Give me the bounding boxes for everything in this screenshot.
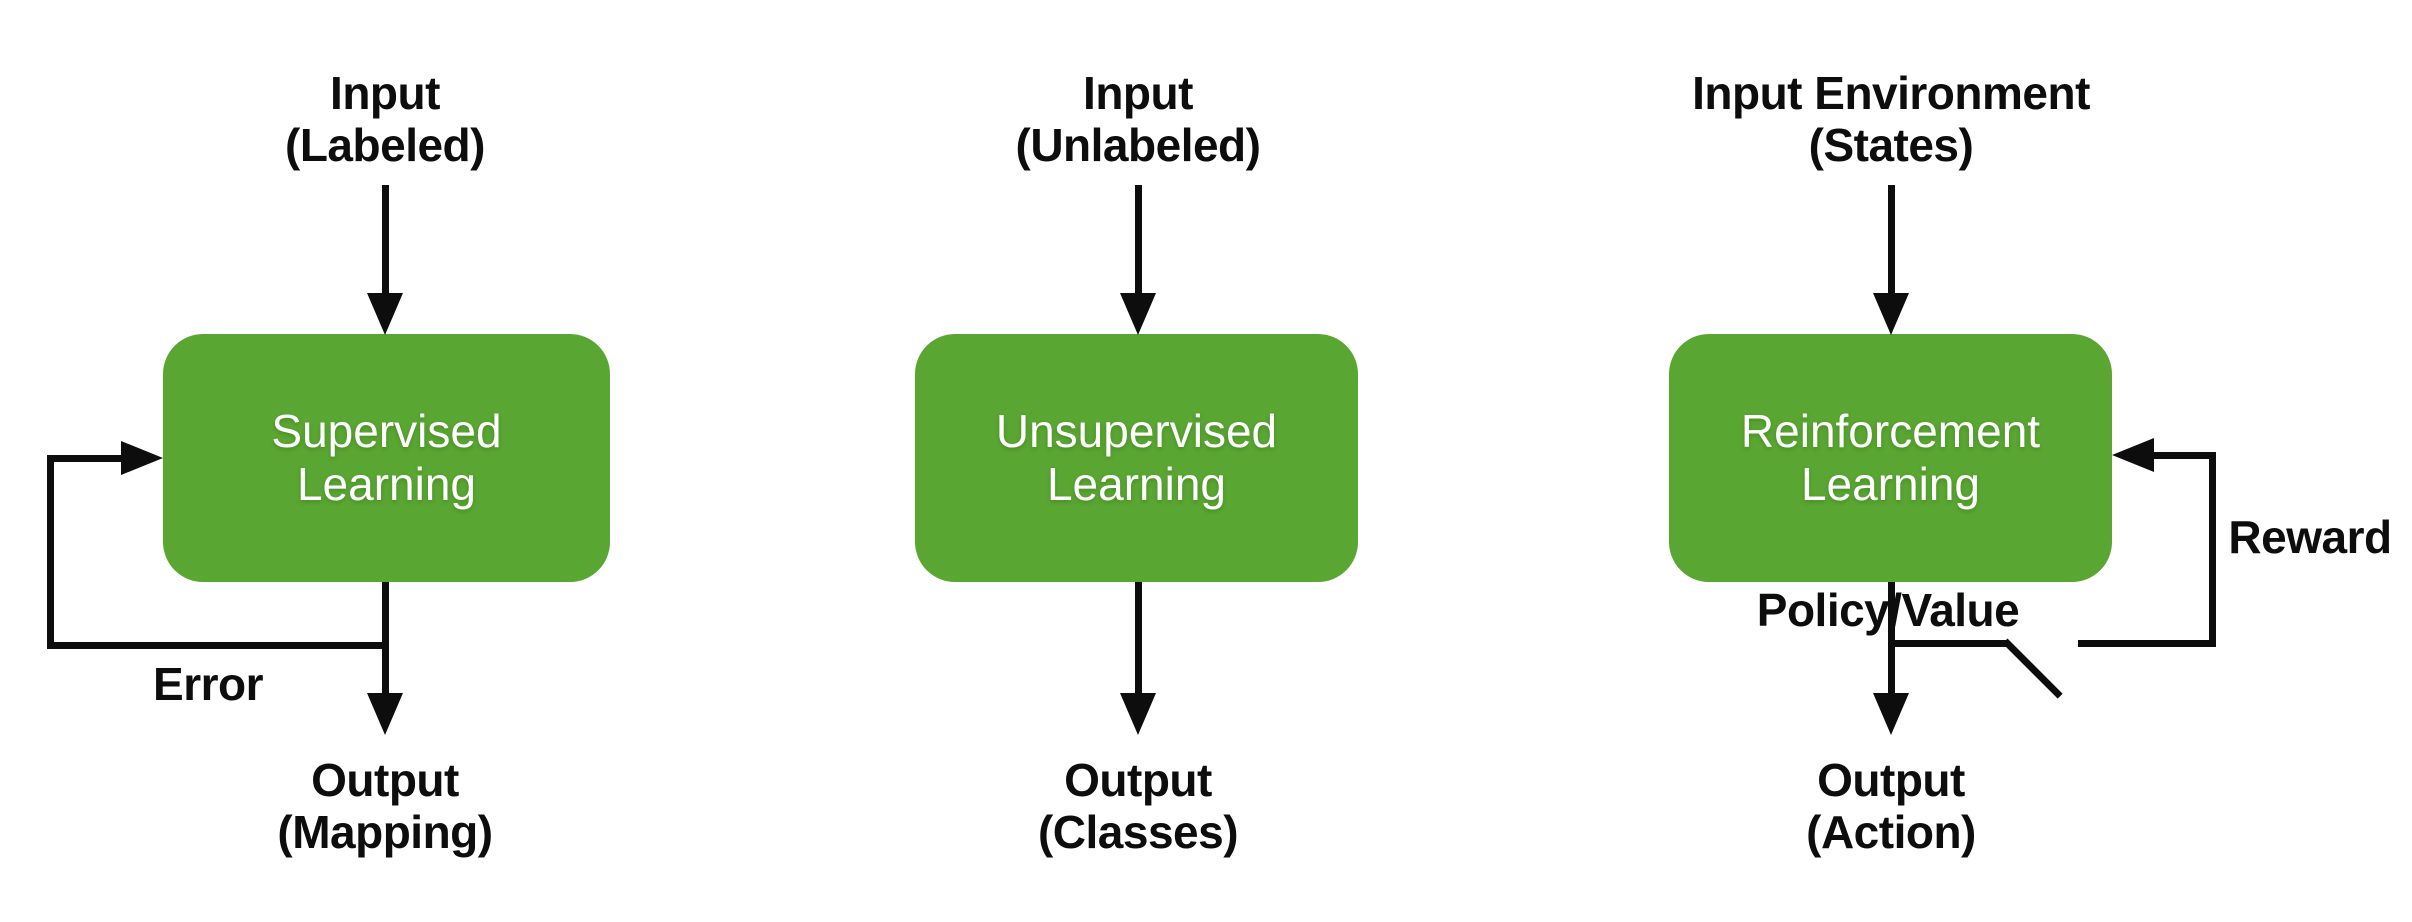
policy-value-label: Policy/Value bbox=[1756, 584, 2020, 636]
reward-label: Reward bbox=[2228, 511, 2392, 563]
output-label-line2: (Action) bbox=[1806, 806, 1976, 858]
unsupervised-learning-box: Unsupervised Learning bbox=[915, 334, 1358, 582]
output-label-line2: (Classes) bbox=[1037, 806, 1239, 858]
output-arrow-supervised bbox=[382, 582, 389, 695]
output-label-line2: (Mapping) bbox=[277, 806, 493, 858]
arrow-down-icon bbox=[1873, 693, 1909, 735]
box-title-line1: Reinforcement bbox=[1740, 405, 2041, 457]
arrow-down-icon bbox=[1873, 293, 1909, 335]
error-feedback-line-top bbox=[47, 455, 123, 462]
arrow-right-icon bbox=[121, 441, 163, 475]
box-title-line1: Supervised bbox=[271, 405, 502, 457]
input-arrow-reinforcement bbox=[1888, 185, 1895, 295]
supervised-learning-box: Supervised Learning bbox=[163, 334, 610, 582]
box-title-line2: Learning bbox=[1800, 458, 1981, 510]
error-feedback-line-bottom bbox=[47, 642, 389, 649]
box-title-line2: Learning bbox=[1046, 458, 1227, 510]
input-label-line1: Input Environment bbox=[1692, 67, 2090, 119]
output-label-line1: Output bbox=[1817, 754, 1965, 806]
reinforcement-learning-box: Reinforcement Learning bbox=[1669, 334, 2112, 582]
input-label-line1: Input bbox=[330, 67, 440, 119]
output-arrow-reinforcement bbox=[1888, 582, 1895, 695]
output-arrow-unsupervised bbox=[1135, 582, 1142, 695]
switch-line-right bbox=[2078, 640, 2212, 647]
box-title-line1: Unsupervised bbox=[995, 405, 1278, 457]
input-label-supervised: Input (Labeled) bbox=[285, 67, 485, 171]
input-arrow-unsupervised bbox=[1135, 185, 1142, 295]
output-label-supervised: Output (Mapping) bbox=[277, 754, 493, 858]
input-label-line2: (Unlabeled) bbox=[1015, 119, 1261, 171]
reward-feedback-line-top bbox=[2150, 452, 2212, 459]
error-label: Error bbox=[153, 658, 263, 710]
arrow-down-icon bbox=[367, 693, 403, 735]
switch-line-left bbox=[1888, 640, 2008, 647]
reward-feedback-line-right bbox=[2209, 452, 2216, 647]
output-label-unsupervised: Output (Classes) bbox=[1037, 754, 1239, 858]
arrow-down-icon bbox=[1120, 693, 1156, 735]
output-label-reinforcement: Output (Action) bbox=[1806, 754, 1976, 858]
arrow-left-icon bbox=[2112, 438, 2154, 472]
input-label-line2: (Labeled) bbox=[285, 119, 485, 171]
box-title-line2: Learning bbox=[296, 458, 477, 510]
switch-blade-icon bbox=[2002, 638, 2063, 699]
error-feedback-line-left bbox=[47, 455, 54, 649]
input-arrow-supervised bbox=[382, 185, 389, 295]
input-label-reinforcement: Input Environment (States) bbox=[1692, 67, 2090, 171]
input-label-line2: (States) bbox=[1808, 119, 1974, 171]
arrow-down-icon bbox=[1120, 293, 1156, 335]
input-label-unsupervised: Input (Unlabeled) bbox=[1016, 67, 1261, 171]
output-label-line1: Output bbox=[1064, 754, 1212, 806]
input-label-line1: Input bbox=[1083, 67, 1193, 119]
output-label-line1: Output bbox=[311, 754, 459, 806]
arrow-down-icon bbox=[367, 293, 403, 335]
